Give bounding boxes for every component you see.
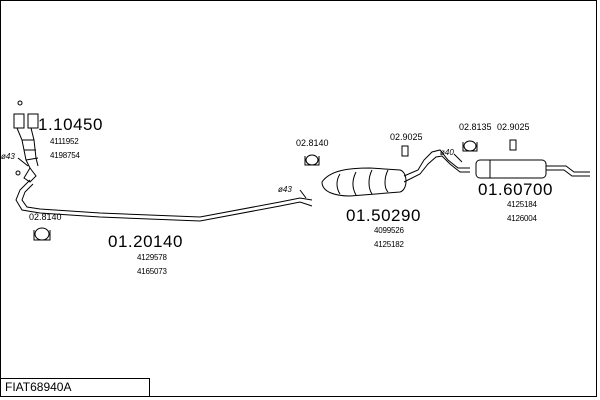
diagram-code-box: FIAT68940A [0, 378, 150, 397]
fitting-ref-hanger-a: 02.9025 [390, 132, 423, 142]
rear-muffler-graphic [475, 159, 590, 179]
fitting-ref-hanger-b: 02.9025 [497, 122, 530, 132]
hanger-a-graphic [401, 145, 409, 157]
fitting-ref-clamp-mid: 02.8140 [296, 138, 329, 148]
part-ref-2a: 4129578 [137, 253, 167, 262]
part-ref-4b: 4126004 [507, 214, 537, 223]
clamp-left-graphic [33, 227, 51, 241]
part-number-2: 01.20140 [108, 232, 183, 251]
fitting-ref-clamp-right: 02.8135 [459, 122, 492, 132]
part-ref-4a: 4125184 [507, 200, 537, 209]
part-ref-2b: 4165073 [137, 267, 167, 276]
part-ref-1b: 4198754 [50, 151, 80, 160]
fitting-ref-clamp-left: 02.8140 [29, 212, 62, 222]
diameter-front: ø43 [1, 152, 15, 161]
part-ref-1a: 4111952 [50, 137, 79, 146]
part-number-3: 01.50290 [346, 206, 421, 225]
clamp-right-graphic [462, 140, 478, 152]
manifold-pipe-graphic [13, 100, 39, 183]
part-ref-3b: 4125182 [374, 240, 404, 249]
hanger-b-graphic [509, 139, 517, 151]
diagram-code: FIAT68940A [5, 380, 72, 394]
diameter-mid: ø43 [278, 185, 292, 194]
center-muffler-graphic [321, 149, 470, 197]
clamp-mid-graphic [304, 154, 320, 166]
part-number-1: 1.10450 [38, 115, 103, 134]
part-ref-3a: 4099526 [374, 226, 404, 235]
front-pipe-graphic [15, 179, 313, 222]
diameter-rear: ø40 [440, 148, 454, 157]
part-number-4: 01.60700 [478, 180, 553, 199]
